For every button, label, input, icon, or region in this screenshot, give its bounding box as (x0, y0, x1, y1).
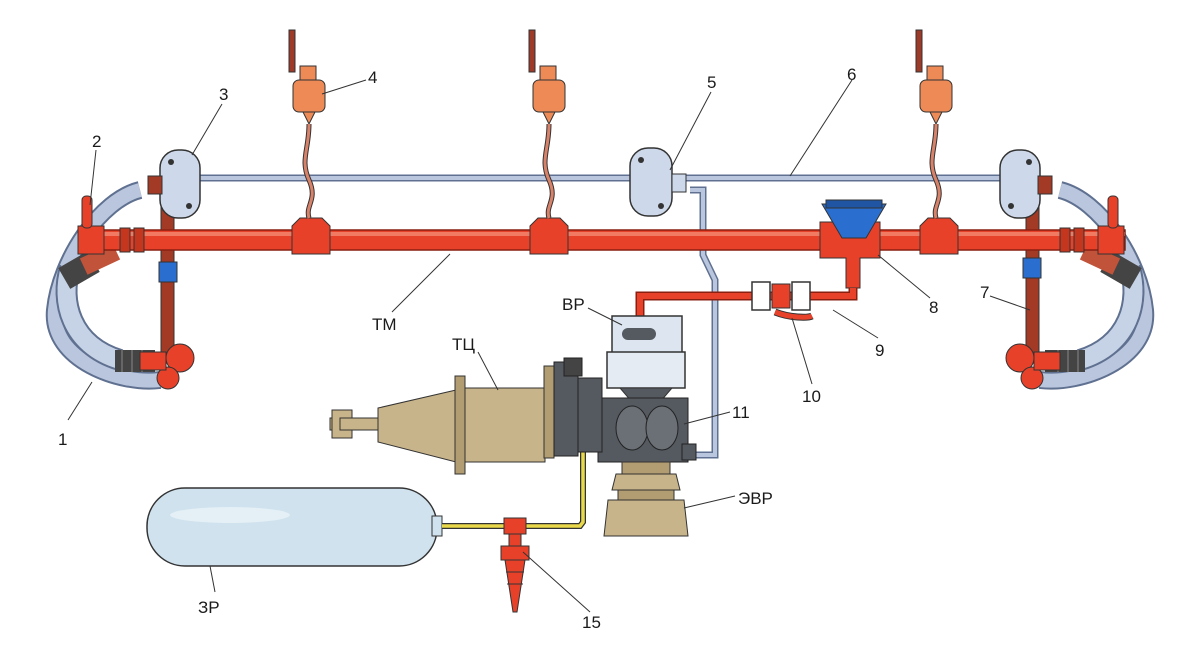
air-distributor (606, 315, 686, 403)
junction-box-left (147, 149, 201, 219)
label-evr: ЭВР (738, 489, 773, 508)
label-vr: ВР (562, 295, 585, 314)
brake-pipe (77, 195, 1126, 289)
label-tm: ТМ (372, 315, 397, 334)
reservoir-supply-line (442, 452, 586, 529)
branch-pipe (635, 288, 858, 318)
leader-lines (67, 79, 1031, 613)
label-8: 8 (929, 298, 938, 317)
label-1: 1 (58, 430, 67, 449)
label-tc: ТЦ (452, 335, 475, 354)
label-zr: ЗР (198, 598, 220, 617)
emergency-valve-2 (528, 29, 566, 219)
isolating-cock (751, 281, 814, 321)
end-hose-right (1038, 181, 1155, 390)
coupler-heads (139, 343, 1061, 390)
label-6: 6 (847, 65, 856, 84)
junction-box-right (999, 149, 1053, 219)
brake-cylinder (329, 357, 603, 475)
label-7: 7 (980, 283, 989, 302)
electric-air-distributor (603, 461, 689, 537)
label-9: 9 (875, 341, 884, 360)
auxiliary-reservoir (146, 487, 443, 567)
label-11: 11 (732, 403, 750, 422)
drain-valve (500, 517, 530, 613)
electro-pneumatic-main (597, 397, 697, 463)
label-10: 10 (802, 387, 821, 406)
control-line (200, 174, 1005, 459)
emergency-valve-3 (915, 29, 953, 219)
emergency-valve-1 (288, 29, 326, 219)
label-5: 5 (707, 73, 716, 92)
label-3: 3 (219, 85, 228, 104)
label-4: 4 (368, 68, 377, 87)
label-2: 2 (92, 132, 101, 151)
label-15: 15 (582, 613, 601, 632)
labels: 1 2 3 4 5 6 7 8 9 10 11 15 ТМ ТЦ ВР ЭВР … (58, 65, 989, 632)
junction-box-middle (629, 147, 687, 217)
